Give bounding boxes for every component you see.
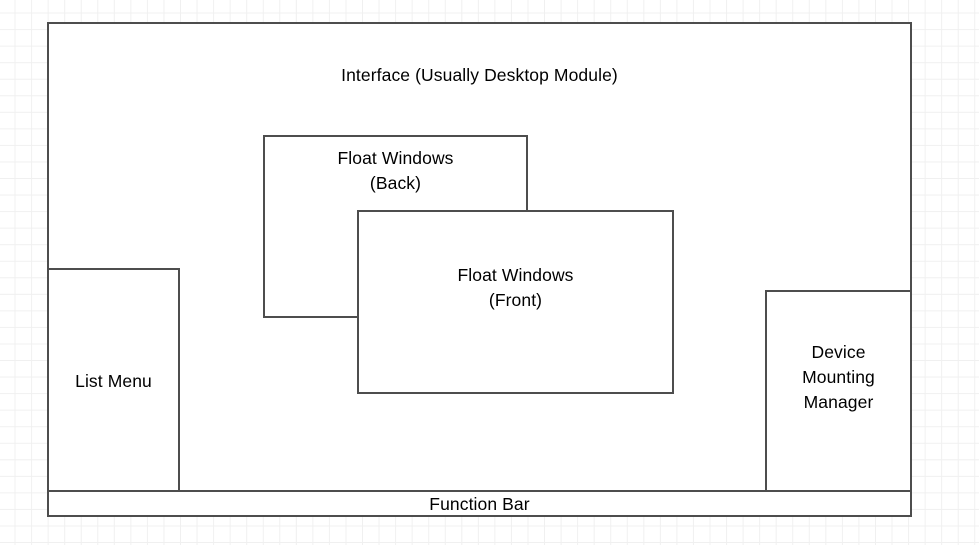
function-bar-box[interactable]: Function Bar xyxy=(47,490,912,517)
float-window-back-label: Float Windows (Back) xyxy=(337,148,454,193)
list-menu-label: List Menu xyxy=(75,371,152,391)
list-menu-box[interactable]: List Menu xyxy=(47,268,180,492)
float-window-front-label: Float Windows (Front) xyxy=(457,265,574,310)
function-bar-label: Function Bar xyxy=(429,494,530,514)
interface-container-label: Interface (Usually Desktop Module) xyxy=(341,65,618,85)
device-mounting-manager-label: Device Mounting Manager xyxy=(802,342,875,412)
float-window-front-box[interactable]: Float Windows (Front) xyxy=(357,210,674,394)
device-mounting-manager-box[interactable]: Device Mounting Manager xyxy=(765,290,912,493)
